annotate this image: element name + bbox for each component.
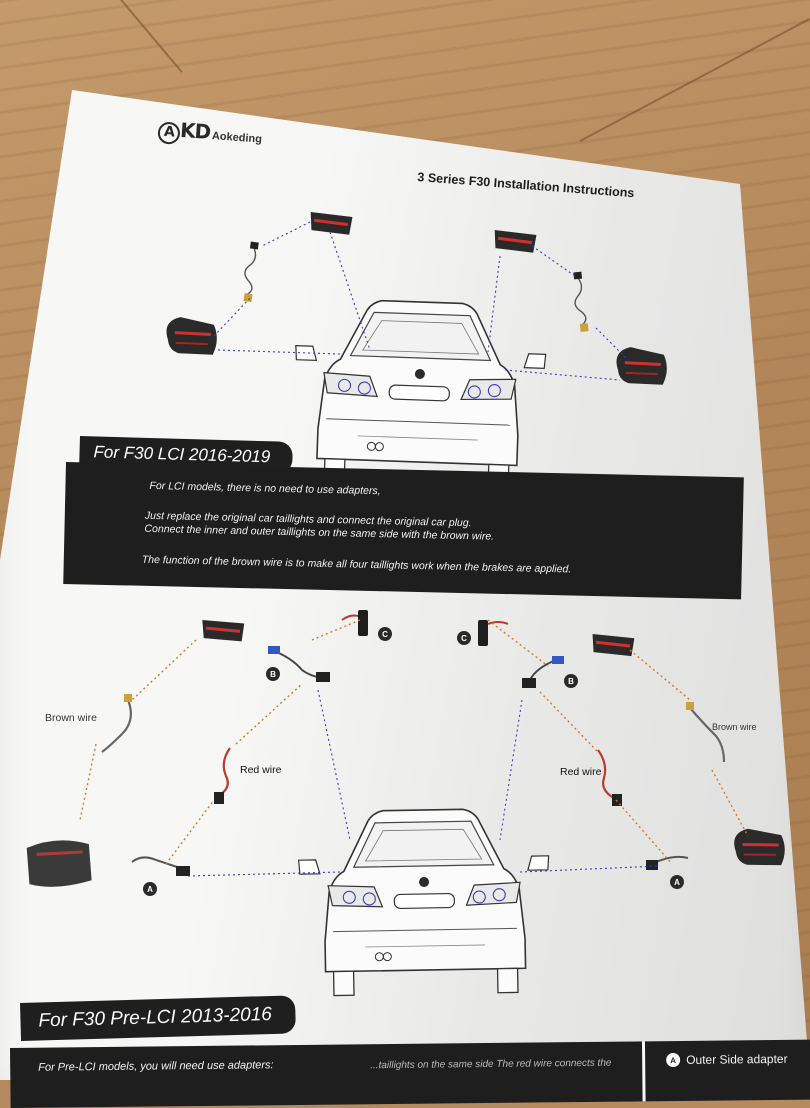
badge-c-right: C (457, 631, 471, 645)
pre-brown-wire-right (686, 702, 726, 763)
brown-wire-label-left: Brown wire (45, 712, 97, 724)
lci-brown-wire-right (571, 270, 590, 333)
lci-inner-left-lamp (307, 210, 355, 237)
brown-wire-label-right: Brown wire (712, 722, 757, 732)
pre-lci-instruction-line-partial: ...taillights on the same side The red w… (370, 1057, 612, 1072)
panel-divider (641, 1041, 646, 1102)
lci-car-drawing (290, 296, 549, 492)
adapter-legend: A Outer Side adapter (666, 1051, 788, 1068)
red-wire-label-left: Red wire (240, 764, 282, 776)
wiring-diagrams (26, 210, 788, 997)
pre-outer-right-lamp (731, 826, 788, 869)
pre-outer-left-lamp (26, 840, 92, 887)
legend-label: Outer Side adapter (686, 1051, 788, 1067)
pre-inner-left-lamp (200, 618, 246, 643)
lci-outer-left-lamp (162, 314, 221, 359)
red-wire-label-right: Red wire (560, 766, 602, 778)
pre-dotted-links-orange (79, 619, 749, 865)
lci-instructions-panel: For LCI models, there is no need to use … (63, 462, 744, 600)
pre-lci-instruction-line: For Pre-LCI models, you will need use ad… (38, 1059, 274, 1074)
pre-lci-instructions-panel: For Pre-LCI models, you will need use ad… (10, 1039, 810, 1108)
lci-outer-right-lamp (612, 344, 671, 389)
badge-a-left: A (143, 882, 157, 896)
pre-lci-car-drawing (296, 807, 552, 997)
pre-dotted-links-blue (187, 689, 661, 877)
legend-badge-a: A (666, 1052, 681, 1068)
lci-instruction-line: The function of the brown wire is to mak… (141, 553, 572, 576)
badge-c-left: C (378, 627, 392, 641)
pre-adapter-a-left (131, 856, 190, 876)
badge-b-right: B (564, 674, 578, 688)
pre-inner-right-lamp (589, 632, 636, 658)
badge-a-right: A (670, 875, 684, 889)
lci-instruction-line: For LCI models, there is no need to use … (149, 479, 381, 498)
badge-b-left: B (266, 667, 280, 681)
pre-red-wire-left (214, 747, 231, 804)
pre-adapter-b-left (268, 646, 330, 682)
pre-brown-wire-left (101, 694, 133, 753)
lci-dotted-links (213, 221, 629, 381)
pre-plug-c-right (478, 620, 509, 646)
lci-inner-right-lamp (491, 228, 539, 255)
pre-red-wire-right (597, 749, 622, 806)
pre-adapter-a-right (646, 855, 689, 870)
pre-lci-section-tag: For F30 Pre-LCI 2013-2016 (20, 995, 297, 1041)
pre-plug-c-left (341, 610, 368, 636)
lci-brown-wire-left (240, 240, 261, 303)
pre-adapter-b-right (522, 656, 564, 688)
